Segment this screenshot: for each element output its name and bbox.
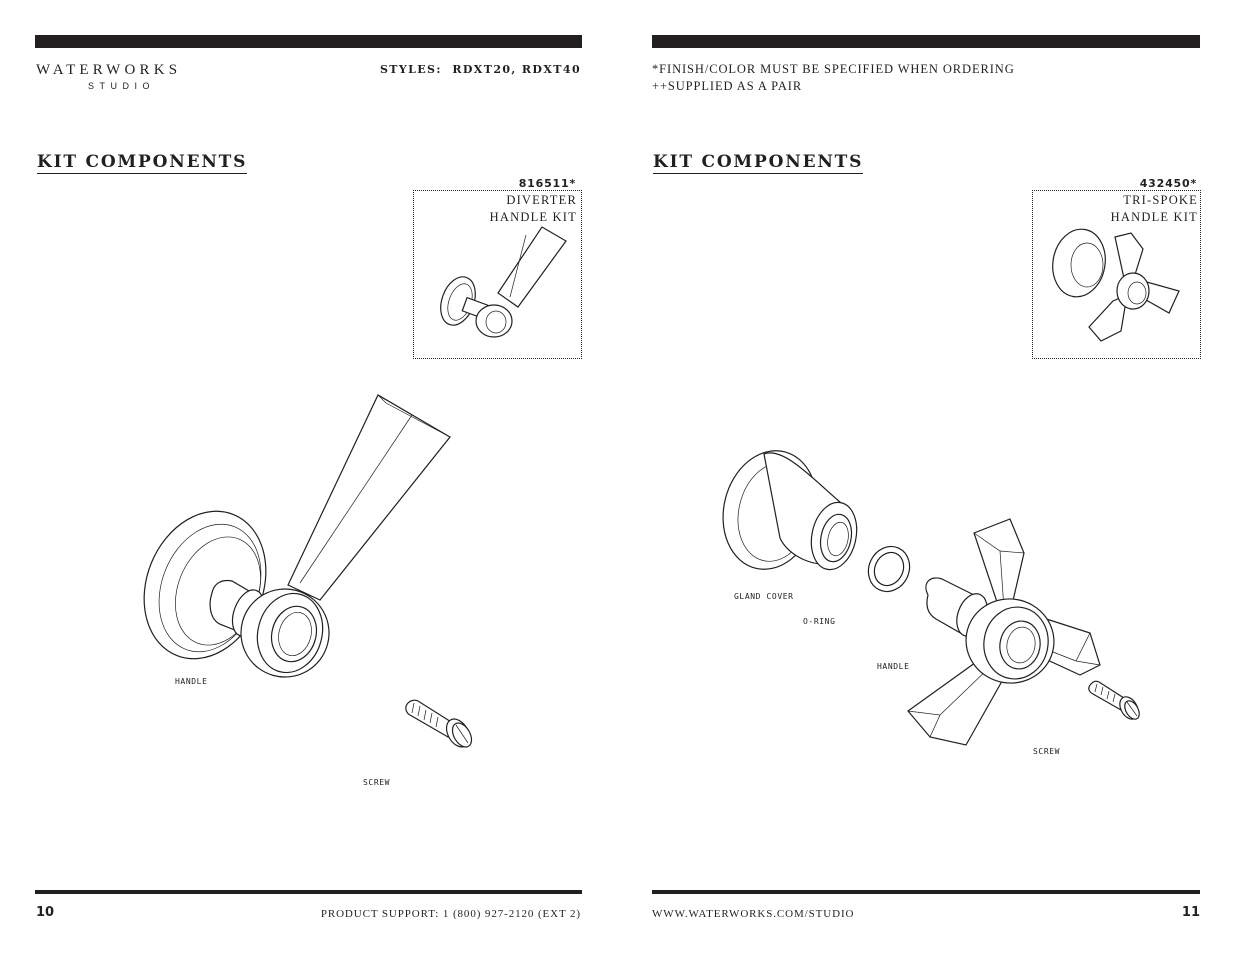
tri-spoke-handle-illustration [907,518,1101,746]
screw-illustration-left [405,699,473,748]
brand-sub-text: STUDIO [88,81,156,91]
right-page-number: 11 [1181,905,1200,920]
left-page-number: 10 [36,905,55,920]
right-footer-website: WWW.WATERWORKS.COM/STUDIO [652,908,855,920]
left-callout-handle: HANDLE [175,677,208,686]
left-section-title: KIT COMPONENTS [37,152,248,174]
styles-line: STYLES: RDXT20, RDXT40 [379,63,581,76]
brand-name: WATERWORKS [36,62,182,78]
gland-cover-illustration [722,450,858,571]
right-top-rule [652,35,1200,48]
left-kit-name-line2: HANDLE KIT [489,210,577,224]
left-kit-box: DIVERTER HANDLE KIT [413,190,582,359]
right-section-title: KIT COMPONENTS [653,152,864,174]
left-kit-name: DIVERTER HANDLE KIT [490,192,577,226]
left-bottom-rule [35,890,582,894]
right-bottom-rule [652,890,1200,894]
callout-gland-cover: GLAND COVER [734,592,794,601]
diverter-handle-illustration [143,394,451,678]
screw-illustration-right [1088,680,1140,720]
callout-o-ring: O-RING [803,617,836,626]
left-kit-part-number: 816511* [518,177,576,190]
ordering-notes: *FINISH/COLOR MUST BE SPECIFIED WHEN ORD… [652,61,1015,95]
right-kit-name-line1: TRI-SPOKE [1123,193,1198,207]
right-callout-handle: HANDLE [877,662,910,671]
right-callout-screw: SCREW [1033,747,1061,756]
diverter-handle-thumbnail-illustration [440,226,567,338]
left-callout-screw: SCREW [363,778,391,787]
ordering-note-finish: *FINISH/COLOR MUST BE SPECIFIED WHEN ORD… [652,62,1015,76]
right-kit-box: TRI-SPOKE HANDLE KIT [1032,190,1201,359]
left-kit-name-line1: DIVERTER [506,193,577,207]
ordering-note-pair: ++SUPPLIED AS A PAIR [652,79,803,93]
left-top-rule [35,35,582,48]
right-kit-name: TRI-SPOKE HANDLE KIT [1111,192,1198,226]
o-ring-illustration [867,545,911,593]
brand-logo: WATERWORKS [36,62,181,79]
brand-logo-sub: STUDIO [88,81,155,91]
left-footer-support: PRODUCT SUPPORT: 1 (800) 927-2120 (EXT 2… [320,908,581,920]
tri-spoke-handle-thumbnail-illustration [1052,228,1180,342]
right-kit-name-line2: HANDLE KIT [1110,210,1198,224]
right-kit-part-number: 432450* [1139,177,1197,190]
